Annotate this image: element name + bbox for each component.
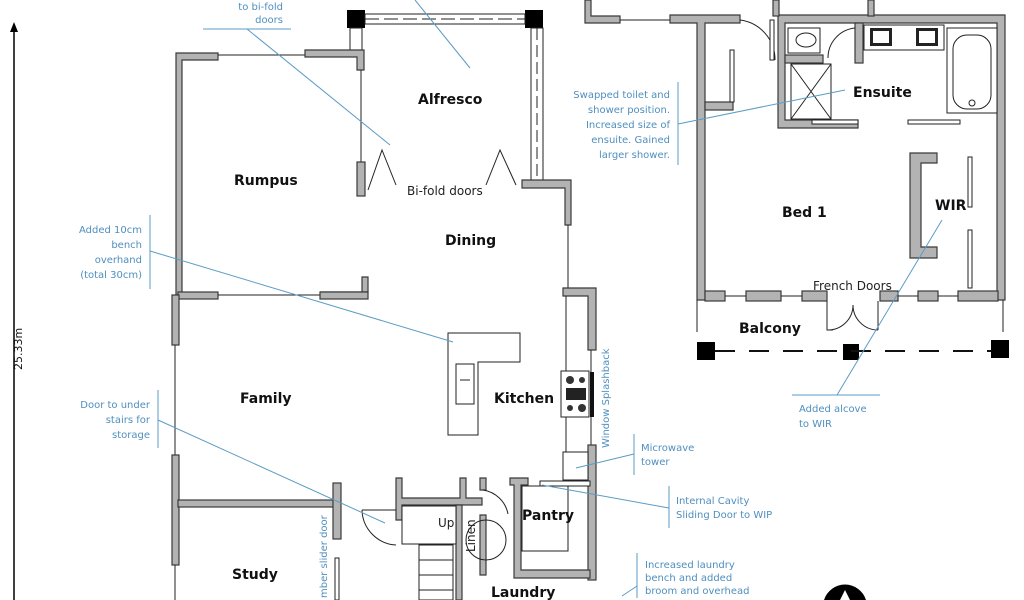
annotation-wir: Added alcove to WIR bbox=[792, 219, 943, 430]
annotation-cavity: Internal Cavity Sliding Door to WIP bbox=[541, 484, 772, 528]
room-balcony: Balcony bbox=[739, 321, 801, 337]
room-rumpus: Rumpus bbox=[234, 173, 298, 189]
room-pantry: Pantry bbox=[522, 508, 574, 524]
room-dining: Dining bbox=[445, 233, 496, 249]
svg-text:Sliding Door to WIP: Sliding Door to WIP bbox=[676, 510, 772, 521]
room-ensuite: Ensuite bbox=[853, 85, 912, 101]
arrow-up-icon bbox=[10, 22, 18, 32]
svg-text:storage: storage bbox=[112, 430, 150, 441]
room-laundry: Laundry bbox=[491, 585, 555, 600]
svg-text:overhand: overhand bbox=[95, 255, 142, 266]
cooktop bbox=[560, 370, 590, 418]
upper-floor-walls bbox=[584, 0, 1009, 360]
svg-text:stairs for: stairs for bbox=[106, 415, 151, 426]
svg-text:Increased laundry: Increased laundry bbox=[645, 560, 735, 571]
compass-icon bbox=[824, 584, 866, 600]
annotation-ensuite: Swapped toilet and shower position. Incr… bbox=[573, 82, 846, 165]
room-family: Family bbox=[240, 391, 292, 407]
svg-text:Added 10cm: Added 10cm bbox=[79, 225, 142, 236]
annotation-bifold: to bi-fold doors bbox=[203, 0, 471, 146]
svg-text:tower: tower bbox=[641, 457, 670, 468]
room-wir: WIR bbox=[935, 198, 967, 214]
room-bed1: Bed 1 bbox=[782, 205, 827, 221]
svg-text:Door to under: Door to under bbox=[80, 400, 151, 411]
annotation-stairs: Door to under stairs for storage bbox=[80, 390, 386, 524]
ground-floor-walls: Up Pantry Linen bbox=[171, 10, 597, 600]
room-kitchen: Kitchen bbox=[494, 391, 554, 407]
svg-text:Microwave: Microwave bbox=[641, 443, 694, 454]
staircase: Up bbox=[361, 477, 483, 600]
room-linen: Linen bbox=[464, 519, 478, 552]
room-alfresco: Alfresco bbox=[418, 92, 483, 108]
sink bbox=[455, 363, 475, 405]
svg-text:bench: bench bbox=[111, 240, 142, 251]
annotation-laundry: Increased laundry bench and added broom … bbox=[621, 553, 749, 598]
bifold-doors-label: Bi-fold doors bbox=[407, 184, 483, 198]
svg-text:(total 30cm): (total 30cm) bbox=[80, 270, 142, 281]
bathtub bbox=[946, 27, 998, 114]
room-study: Study bbox=[232, 567, 278, 583]
svg-text:to bi-fold: to bi-fold bbox=[238, 2, 283, 13]
stairs-up-label: Up bbox=[438, 516, 454, 530]
svg-text:to WIR: to WIR bbox=[799, 419, 832, 430]
svg-text:Increased size of: Increased size of bbox=[586, 120, 671, 131]
alfresco-post bbox=[347, 10, 365, 28]
svg-text:larger shower.: larger shower. bbox=[599, 150, 670, 161]
french-doors-label: French Doors bbox=[813, 279, 892, 293]
svg-text:ensuite. Gained: ensuite. Gained bbox=[591, 135, 670, 146]
window-splashback-label: Window Splashback bbox=[601, 348, 612, 448]
annotation-microwave: Microwave tower bbox=[575, 434, 694, 475]
svg-text:Added alcove: Added alcove bbox=[799, 404, 867, 415]
annotation-bench: Added 10cm bench overhand (total 30cm) bbox=[79, 215, 454, 343]
toilet bbox=[787, 27, 821, 54]
height-label: 25.33m bbox=[12, 328, 25, 370]
svg-text:doors: doors bbox=[255, 15, 283, 26]
svg-text:broom and overhead: broom and overhead bbox=[645, 586, 749, 597]
kitchen-island bbox=[447, 332, 521, 436]
height-dimension: 25.33m bbox=[10, 22, 25, 600]
slider-door-label: mber slider door bbox=[319, 514, 330, 598]
alfresco-post bbox=[525, 10, 543, 28]
svg-text:shower position.: shower position. bbox=[588, 105, 670, 116]
svg-text:bench and added: bench and added bbox=[645, 573, 732, 584]
svg-text:Swapped toilet and: Swapped toilet and bbox=[573, 90, 670, 101]
svg-text:Internal Cavity: Internal Cavity bbox=[676, 496, 749, 507]
